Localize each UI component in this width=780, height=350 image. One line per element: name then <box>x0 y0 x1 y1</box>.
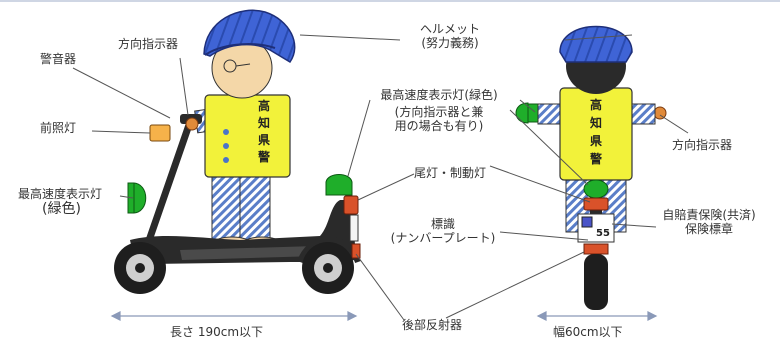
vest-char: 警 <box>589 152 602 166</box>
label-headlight: 前照灯 <box>40 121 77 135</box>
label-turn-signal-front: 方向指示器 <box>118 37 179 51</box>
label-rear-lamp-line2: (方向指示器と兼 <box>394 105 484 119</box>
rear-view-max-speed-lamp <box>515 102 529 124</box>
label-length: 長さ 190cm以下 <box>170 325 264 339</box>
dimension-lines <box>110 311 658 321</box>
vest-text-rear: 高 知 県 警 <box>585 96 607 168</box>
label-plate: 標識 (ナンバープレート) <box>378 217 508 245</box>
label-plate-line2: (ナンバープレート) <box>390 231 496 245</box>
rear-view-wheel <box>584 254 608 310</box>
insurance-sticker <box>581 216 593 228</box>
vest-char: 県 <box>257 133 270 147</box>
vest-char: 高 <box>257 99 270 113</box>
vest-char: 知 <box>257 116 270 130</box>
label-plate-line1: 標識 <box>430 217 455 231</box>
label-helmet: ヘルメット (努力義務) <box>400 22 500 50</box>
label-insurance-line2: 保険標章 <box>684 222 733 236</box>
tail-light-side <box>343 195 359 215</box>
rear-reflector-rear <box>583 243 609 255</box>
label-horn: 警音器 <box>40 52 77 66</box>
label-rear-lamp-line1: 最高速度表示灯(緑色) <box>380 88 498 102</box>
rear-view <box>515 25 667 310</box>
label-max-speed-lamp-rear: 最高速度表示灯(緑色) (方向指示器と兼 用の場合も有り) <box>364 88 514 133</box>
label-max-speed-lamp-front-color: (緑色) <box>42 201 81 217</box>
steering-column <box>141 118 194 256</box>
number-plate-rear <box>577 213 615 243</box>
rider-left-leg <box>211 169 243 241</box>
label-helmet-line2: (努力義務) <box>421 36 479 50</box>
side-view <box>114 9 361 294</box>
rear-center-lamp <box>583 179 609 199</box>
vest-text-side: 高 知 県 警 <box>255 98 273 166</box>
label-max-speed-lamp-front: 最高速度表示灯 <box>18 187 103 201</box>
number-plate-side <box>349 214 359 242</box>
plate-number: 55 <box>596 228 610 239</box>
label-tail-light: 尾灯・制動灯 <box>414 166 487 180</box>
tail-light-rear <box>583 197 609 211</box>
vest-char: 県 <box>589 134 602 148</box>
label-rear-lamp-line3: 用の場合も有り) <box>394 119 484 133</box>
leader-lines <box>72 34 689 321</box>
vest-char: 知 <box>589 116 602 130</box>
vest-char: 警 <box>257 150 270 164</box>
rider-vest <box>204 94 291 178</box>
rear-reflector-side <box>351 243 361 259</box>
label-insurance: 自賠責保険(共済) 保険標章 <box>648 208 770 236</box>
label-width: 幅60cm以下 <box>553 325 623 339</box>
label-helmet-line1: ヘルメット <box>419 22 480 36</box>
rear-max-speed-lamp-side <box>325 174 353 196</box>
label-turn-signal-rear: 方向指示器 <box>672 138 733 152</box>
vest-char: 高 <box>589 98 602 112</box>
front-max-speed-lamp <box>132 182 147 214</box>
helmet-rear <box>559 25 633 63</box>
headlight <box>149 124 171 142</box>
label-rear-reflector: 後部反射器 <box>402 318 463 332</box>
label-insurance-line1: 自賠責保険(共済) <box>662 208 756 222</box>
rider-right-leg <box>239 169 271 241</box>
scooter-deck <box>180 246 318 260</box>
